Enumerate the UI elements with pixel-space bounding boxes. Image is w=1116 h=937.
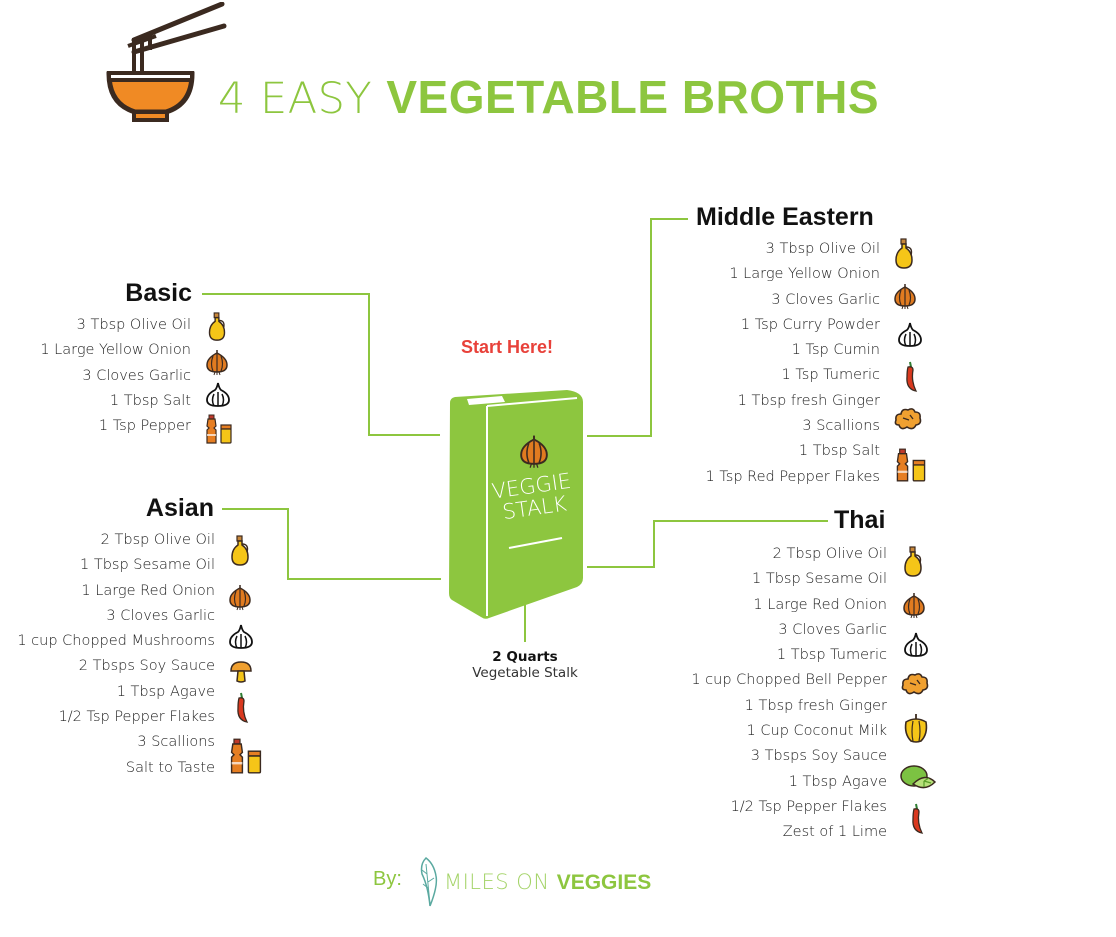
chili-icon bbox=[902, 361, 918, 393]
ingredient: 3 Scallions bbox=[137, 734, 215, 751]
ingredient: 1 Tbsp fresh Ginger bbox=[744, 697, 887, 714]
ingredient-list-basic: 3 Tbsp Olive Oil 1 Large Yellow Onion 3 … bbox=[40, 313, 191, 439]
ingredient: 3 Cloves Garlic bbox=[106, 607, 215, 624]
broth-heading-thai: Thai bbox=[834, 506, 886, 534]
ingredient: 1 Large Red Onion bbox=[753, 596, 887, 613]
ingredient: 1 Tbsp Agave bbox=[788, 773, 887, 790]
ingredient-list-asian: 2 Tbsp Olive Oil 1 Tbsp Sesame Oil 1 Lar… bbox=[17, 528, 215, 781]
ingredient: 1/2 Tsp Pepper Flakes bbox=[58, 709, 215, 726]
ingredient: 2 Tbsp Olive Oil bbox=[100, 532, 215, 548]
ingredient: 1 Tbsp Sesame Oil bbox=[752, 571, 887, 588]
connector-middle-eastern bbox=[650, 218, 688, 220]
chili-icon bbox=[233, 692, 249, 724]
ingredient: 1 Tbsp Tumeric bbox=[776, 647, 887, 664]
connector-basic bbox=[368, 434, 440, 436]
ingredient: 1 Tsp Cumin bbox=[791, 342, 880, 359]
ingredient: 1 Tbsp fresh Ginger bbox=[737, 392, 880, 409]
title-light: 4 EASY bbox=[218, 74, 387, 124]
olive-oil-icon bbox=[230, 535, 250, 567]
ingredient: 2 Tbsp Olive Oil bbox=[772, 546, 887, 562]
olive-oil-icon bbox=[894, 238, 914, 270]
ingredient: 1 Tsp Red Pepper Flakes bbox=[705, 468, 880, 485]
ingredient: 1 cup Chopped Bell Pepper bbox=[691, 672, 887, 689]
salt-pepper-icon bbox=[204, 414, 234, 444]
lime-icon bbox=[899, 764, 937, 792]
ingredient: 1 Large Red Onion bbox=[81, 582, 215, 599]
chili-icon bbox=[908, 803, 924, 835]
ingredient: 1 Tbsp Salt bbox=[109, 392, 191, 409]
olive-oil-icon bbox=[903, 546, 923, 578]
brand-light: MILES ON bbox=[444, 870, 557, 894]
broth-heading-asian: Asian bbox=[145, 494, 214, 522]
ingredient: 1 Tbsp Agave bbox=[116, 683, 215, 700]
ingredient: 3 Cloves Garlic bbox=[778, 621, 887, 638]
noodle-bowl-icon bbox=[106, 2, 227, 122]
ingredient: 1 Large Yellow Onion bbox=[40, 342, 191, 359]
olive-oil-icon bbox=[207, 312, 227, 342]
ingredient: 1 Cup Coconut Milk bbox=[746, 723, 887, 740]
onion-icon bbox=[893, 282, 917, 310]
title-bold: VEGETABLE BROTHS bbox=[386, 71, 880, 123]
ingredient: 2 Tbsps Soy Sauce bbox=[78, 658, 215, 675]
connector-basic bbox=[202, 293, 370, 295]
ingredient: 3 Cloves Garlic bbox=[82, 367, 191, 384]
ingredient: 1/2 Tsp Pepper Flakes bbox=[730, 798, 887, 815]
quantity-amount: 2 Quarts bbox=[492, 649, 558, 665]
onion-icon bbox=[518, 433, 550, 469]
ingredient: 1 Tbsp Sesame Oil bbox=[80, 557, 215, 574]
byline-by: By: bbox=[373, 868, 402, 890]
connector-thai bbox=[653, 520, 828, 522]
quantity-item: Vegetable Stalk bbox=[472, 665, 578, 681]
broth-heading-basic: Basic bbox=[125, 279, 192, 307]
ingredient: 1 Tsp Pepper bbox=[98, 418, 191, 435]
garlic-icon bbox=[205, 382, 231, 408]
ingredient: 3 Tbsp Olive Oil bbox=[765, 241, 880, 257]
garlic-icon bbox=[903, 632, 929, 658]
start-here-label: Start Here! bbox=[461, 337, 554, 357]
broth-heading-middle-eastern: Middle Eastern bbox=[696, 203, 874, 231]
connector-middle-eastern bbox=[650, 218, 652, 436]
ginger-icon bbox=[900, 671, 930, 697]
ingredient-list-middle-eastern: 3 Tbsp Olive Oil 1 Large Yellow Onion 3 … bbox=[706, 237, 880, 490]
onion-icon bbox=[902, 591, 926, 619]
bell-pepper-icon bbox=[903, 712, 929, 744]
connector-thai bbox=[653, 520, 655, 568]
mushroom-icon bbox=[229, 660, 253, 684]
quantity-label: 2 Quarts Vegetable Stalk bbox=[440, 649, 610, 681]
leaf-logo-icon bbox=[420, 857, 438, 907]
connector-quantity bbox=[524, 605, 526, 642]
connector-asian bbox=[287, 508, 289, 580]
ingredient: 3 Tbsps Soy Sauce bbox=[750, 748, 887, 765]
ingredient: 1 Tbsp Salt bbox=[798, 443, 880, 460]
ingredient: 3 Cloves Garlic bbox=[771, 291, 880, 308]
salt-pepper-icon bbox=[894, 448, 928, 482]
brand-name: MILES ON VEGGIES bbox=[444, 870, 651, 895]
ingredient-list-thai: 2 Tbsp Olive Oil 1 Tbsp Sesame Oil 1 Lar… bbox=[691, 542, 887, 846]
ginger-icon bbox=[893, 406, 923, 432]
connector-asian bbox=[287, 578, 441, 580]
connector-asian bbox=[222, 508, 289, 510]
ingredient: Salt to Taste bbox=[125, 759, 215, 776]
ingredient: Zest of 1 Lime bbox=[782, 824, 887, 841]
connector-basic bbox=[368, 293, 370, 436]
ingredient: 1 Tsp Tumeric bbox=[781, 367, 880, 384]
ingredient: 3 Scallions bbox=[802, 418, 880, 435]
connector-thai bbox=[587, 566, 655, 568]
ingredient: 3 Tbsp Olive Oil bbox=[76, 317, 191, 333]
garlic-icon bbox=[228, 624, 254, 650]
ingredient: 1 Large Yellow Onion bbox=[729, 266, 880, 283]
brand-bold: VEGGIES bbox=[556, 871, 652, 894]
garlic-icon bbox=[897, 322, 923, 348]
onion-icon bbox=[228, 583, 252, 611]
onion-icon bbox=[205, 348, 229, 376]
page-title: 4 EASY VEGETABLE BROTHS bbox=[218, 70, 879, 124]
byline: By: bbox=[373, 868, 402, 891]
ingredient: 1 Tsp Curry Powder bbox=[740, 316, 880, 333]
connector-middle-eastern bbox=[587, 435, 652, 437]
salt-pepper-icon bbox=[228, 738, 264, 774]
veggie-stalk-box bbox=[449, 390, 583, 619]
ingredient: 1 cup Chopped Mushrooms bbox=[17, 633, 215, 650]
